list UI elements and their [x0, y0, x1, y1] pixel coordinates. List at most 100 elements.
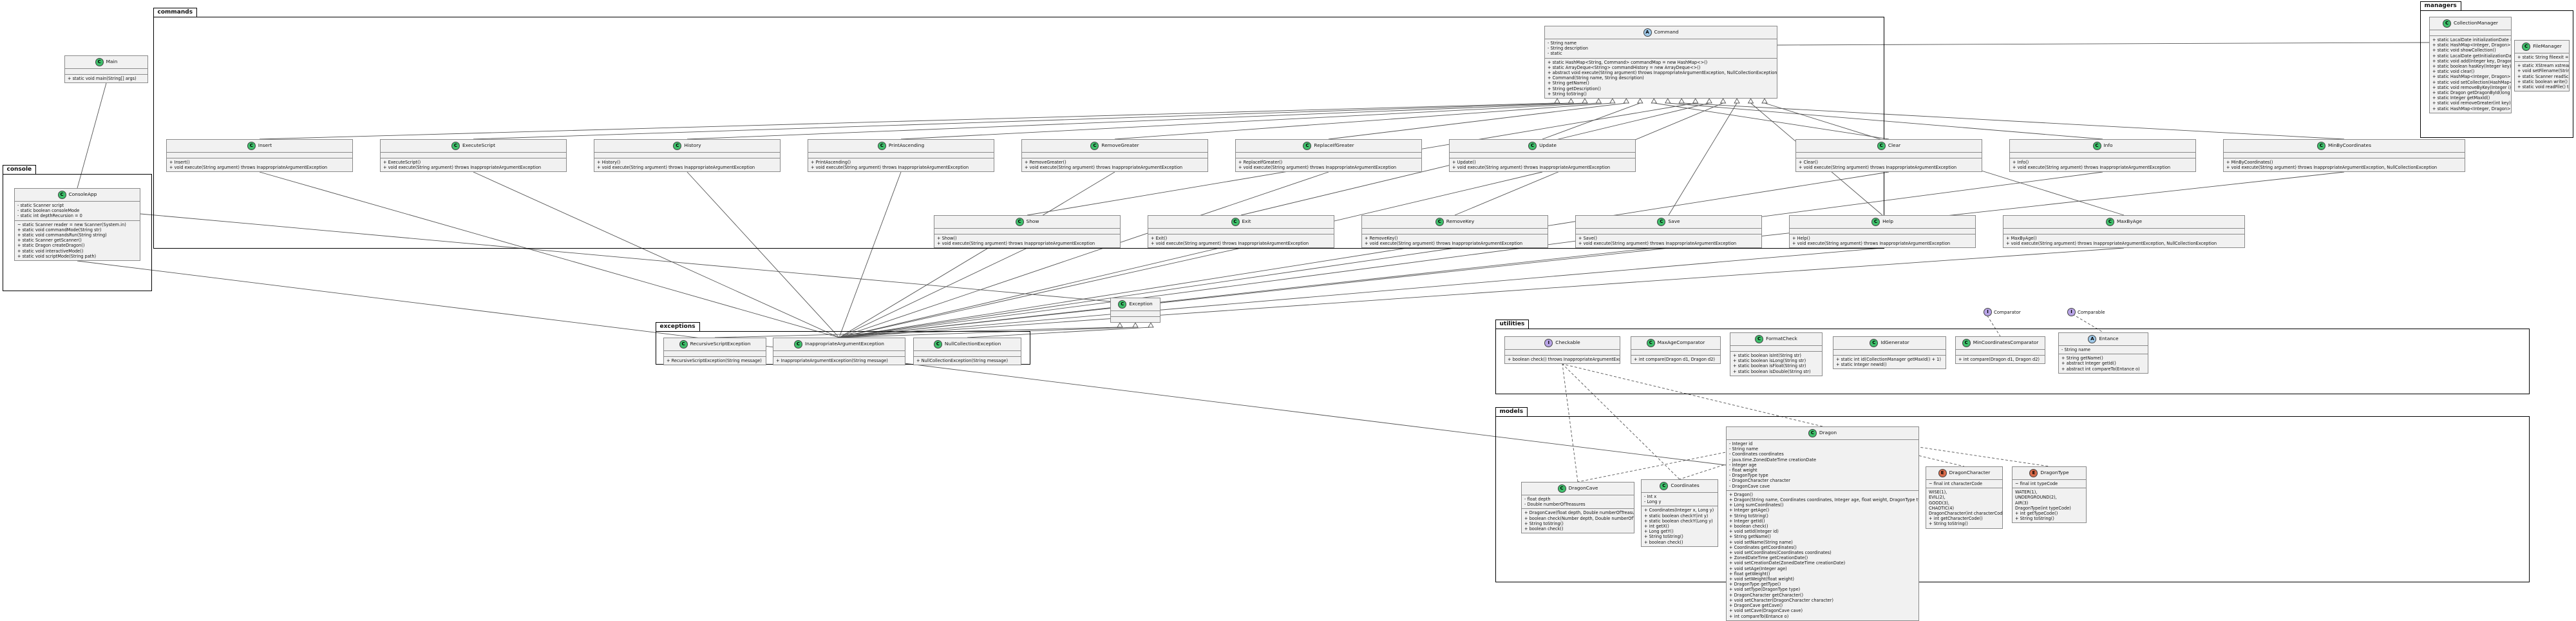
- stereotype-icon: C: [1962, 339, 1971, 347]
- method-row: + int getCharacterCode(): [1929, 516, 1983, 522]
- class-fields: - String name- String description- stati…: [1545, 39, 1777, 59]
- inheritance-edge: [967, 327, 1151, 338]
- package-commands: commands: [153, 8, 1884, 249]
- class-fields: [1631, 350, 1720, 356]
- method-row: + static XStream xstream = new XStream(): [2517, 63, 2569, 69]
- package-label: commands: [153, 8, 198, 17]
- class-name: Info: [2103, 142, 2113, 149]
- class-methods: + PrintAscending()+ void execute(String …: [808, 158, 994, 171]
- class-name: FileManager: [2533, 43, 2562, 50]
- class-fields: ~ final int typeCode: [2012, 480, 2086, 489]
- method-row: CHAOTIC(4): [1929, 505, 1955, 511]
- stereotype-icon: E: [2029, 469, 2038, 477]
- class-fields: [1236, 153, 1421, 158]
- inheritance-arrowhead: [1554, 98, 1560, 104]
- dependency-edge: [838, 171, 2345, 338]
- method-row: + void execute(String argument) throws I…: [2006, 241, 2217, 247]
- stereotype-icon: I: [1544, 339, 1553, 347]
- inheritance-arrowhead: [1595, 98, 1602, 104]
- class-fields: + static String fileexit = "db.xml": [2515, 53, 2569, 62]
- class-methods: + Insert()+ void execute(String argument…: [167, 158, 352, 171]
- stereotype-icon: C: [2105, 218, 2114, 226]
- method-row: + Update(): [1452, 160, 1476, 165]
- stereotype-icon: C: [933, 340, 942, 349]
- class-name: Checkable: [1555, 339, 1580, 346]
- stereotype-icon: C: [2092, 142, 2101, 150]
- method-row: + void execute(String argument) throws I…: [937, 241, 1095, 247]
- field-row: - String name: [1729, 446, 1758, 452]
- method-row: + void execute(String argument) throws I…: [1799, 165, 1957, 171]
- field-row: - String name: [1548, 41, 1577, 46]
- method-row: + String getName(): [1729, 534, 1771, 540]
- class-name: Dragon: [1819, 430, 1837, 436]
- method-row: UNDERGROUND(2),: [2015, 495, 2057, 501]
- method-row: + void setCreationDate(ZonedDateTime cre…: [1729, 560, 1846, 566]
- class-methods: + Clear()+ void execute(String argument)…: [1796, 158, 1982, 171]
- class-name: Coordinates: [1671, 482, 1700, 489]
- inheritance-edge: [1654, 102, 1889, 140]
- class-methods: + Show()+ void execute(String argument) …: [934, 234, 1120, 247]
- method-row: + String toString(): [1929, 521, 1968, 527]
- inheritance-arrowhead: [1623, 98, 1630, 104]
- class-fields: [1833, 350, 1946, 356]
- class-methods: + InappropriateArgumentException(String …: [773, 357, 905, 365]
- field-row: - Long y: [1644, 499, 1662, 505]
- class-fields: [1148, 229, 1334, 234]
- class-name: IdGenerator: [1880, 339, 1909, 346]
- class-name: Clear: [1888, 142, 1901, 149]
- field-row: - Integer id: [1729, 441, 1753, 446]
- method-row: + Save(): [1578, 236, 1597, 241]
- dependency-edge: [838, 171, 1115, 338]
- method-row: + int compare(Dragon d1, Dragon d2): [1634, 357, 1715, 362]
- class-name: DragonCave: [1568, 485, 1598, 492]
- comparator-interface: I Comparator: [1984, 308, 2021, 316]
- method-row: + void setCharacter(DragonCharacter char…: [1729, 597, 1833, 603]
- class-name: PrintAscending: [888, 142, 925, 149]
- method-row: + boolean check(): [1729, 524, 1768, 530]
- method-row: + static Integer getMaxId(): [2432, 95, 2490, 101]
- class-fields: - Integer id- String name- Coordinates c…: [1727, 440, 1918, 491]
- method-row: + DragonCharacter getCharacter(): [1729, 592, 1804, 598]
- class-fields: [773, 351, 905, 357]
- dependency-edge: [838, 247, 1242, 338]
- method-row: + History(): [597, 160, 621, 165]
- method-row: + static LocalDate initializationDate = …: [2432, 37, 2511, 43]
- method-row: + String toString(): [1729, 513, 1768, 519]
- method-row: + DragonCave getCave(): [1729, 603, 1783, 609]
- class-fields: [1796, 153, 1982, 158]
- class-name: Main: [106, 59, 118, 65]
- method-row: + static void setCollection(HashMap<Inte…: [2432, 79, 2512, 85]
- method-row: + static boolean isDouble(String str): [1733, 368, 1811, 374]
- method-row: + Integer getAge(): [1729, 508, 1770, 513]
- method-row: + void setWeight(float weight): [1729, 577, 1795, 582]
- inheritance-arrowhead: [1148, 322, 1154, 328]
- class-methods: + History()+ void execute(String argumen…: [594, 158, 780, 171]
- class-methods: + static boolean isInt(String str)+ stat…: [1730, 352, 1822, 376]
- method-row: + void execute(String argument) throws I…: [1151, 241, 1309, 247]
- inheritance-arrowhead: [1651, 98, 1658, 104]
- stereotype-icon: C: [877, 142, 886, 150]
- stereotype-icon: C: [1090, 142, 1099, 150]
- class-methods: + NullCollectionException(String message…: [914, 357, 1021, 365]
- class-fields: [1505, 350, 1620, 356]
- method-row: + static HashMap<String, Command> comman…: [1548, 59, 1708, 65]
- class-name: ExecuteScript: [462, 142, 495, 149]
- class-name: MaxAgeComparator: [1657, 339, 1705, 346]
- method-row: + DragonCave(float depth, Double numberO…: [1524, 510, 1634, 516]
- stereotype-icon: C: [679, 340, 688, 349]
